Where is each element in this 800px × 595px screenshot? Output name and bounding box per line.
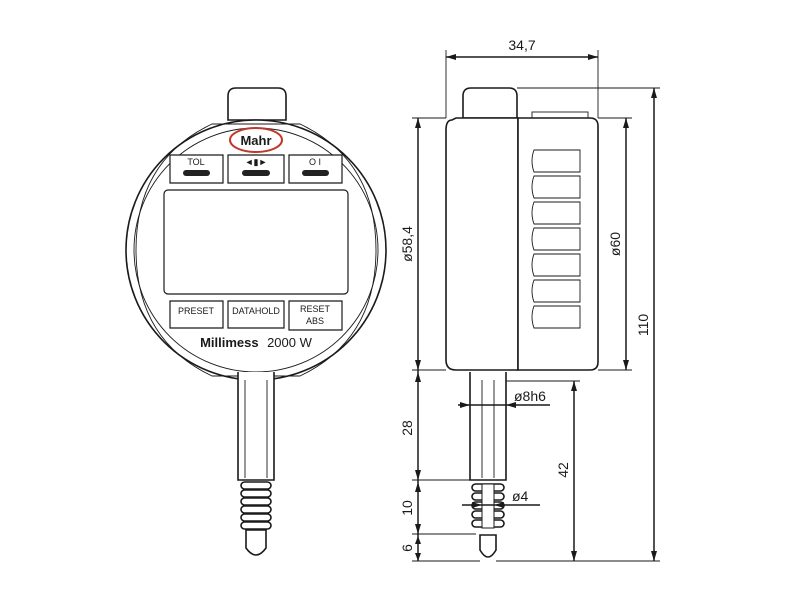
preset-button[interactable]: PRESET [169,300,224,329]
dim-stem-length: 28 [399,420,415,436]
dim-spindle-length: 42 [555,462,571,478]
dim-spindle-diameter: ø4 [512,488,529,504]
preset-label: PRESET [178,306,215,316]
side-view [445,87,599,558]
dim-travel: 10 [399,500,415,516]
dim-bezel-diameter: ø60 [607,232,623,256]
datahold-button[interactable]: DATAHOLD [227,300,285,329]
dim-overall-height: 110 [635,314,651,337]
dim-stem-diameter: ø8h6 [514,388,546,404]
side-housing [445,117,519,371]
reset-abs-button[interactable]: RESET ABS [288,300,343,331]
mode-label: ◄▮► [245,157,268,167]
grip-ribs [531,149,581,329]
tol-label: TOL [187,157,204,167]
abs-label: ABS [306,316,324,326]
power-button[interactable]: O I [288,154,343,184]
side-stem [469,372,507,481]
mode-button[interactable]: ◄▮► [227,154,285,184]
lcd-display [163,189,349,295]
side-top-cap [462,87,518,119]
face-panel [135,123,377,377]
front-bellows [240,481,272,530]
brand-text: Mahr [240,133,271,148]
power-label: O I [309,157,321,167]
front-view: Mahr TOL ◄▮► O I PRESET DATAHOLD [125,87,387,556]
brand-logo [229,127,283,153]
side-bellows [471,483,505,529]
front-contact-tip [245,529,267,556]
side-bezel [517,117,599,371]
datahold-label: DATAHOLD [232,306,280,316]
front-stem [237,372,275,481]
reset-label: RESET [300,304,331,314]
model-name: Millimess 2000 W [200,334,313,351]
dim-depth: 34,7 [508,37,535,53]
tol-button[interactable]: TOL [169,154,224,184]
dimension-lines [412,50,660,562]
dim-housing-diameter: ø58,4 [399,226,415,262]
top-cap [227,87,287,121]
dim-tip: 6 [399,544,415,552]
side-contact-tip [479,534,497,558]
